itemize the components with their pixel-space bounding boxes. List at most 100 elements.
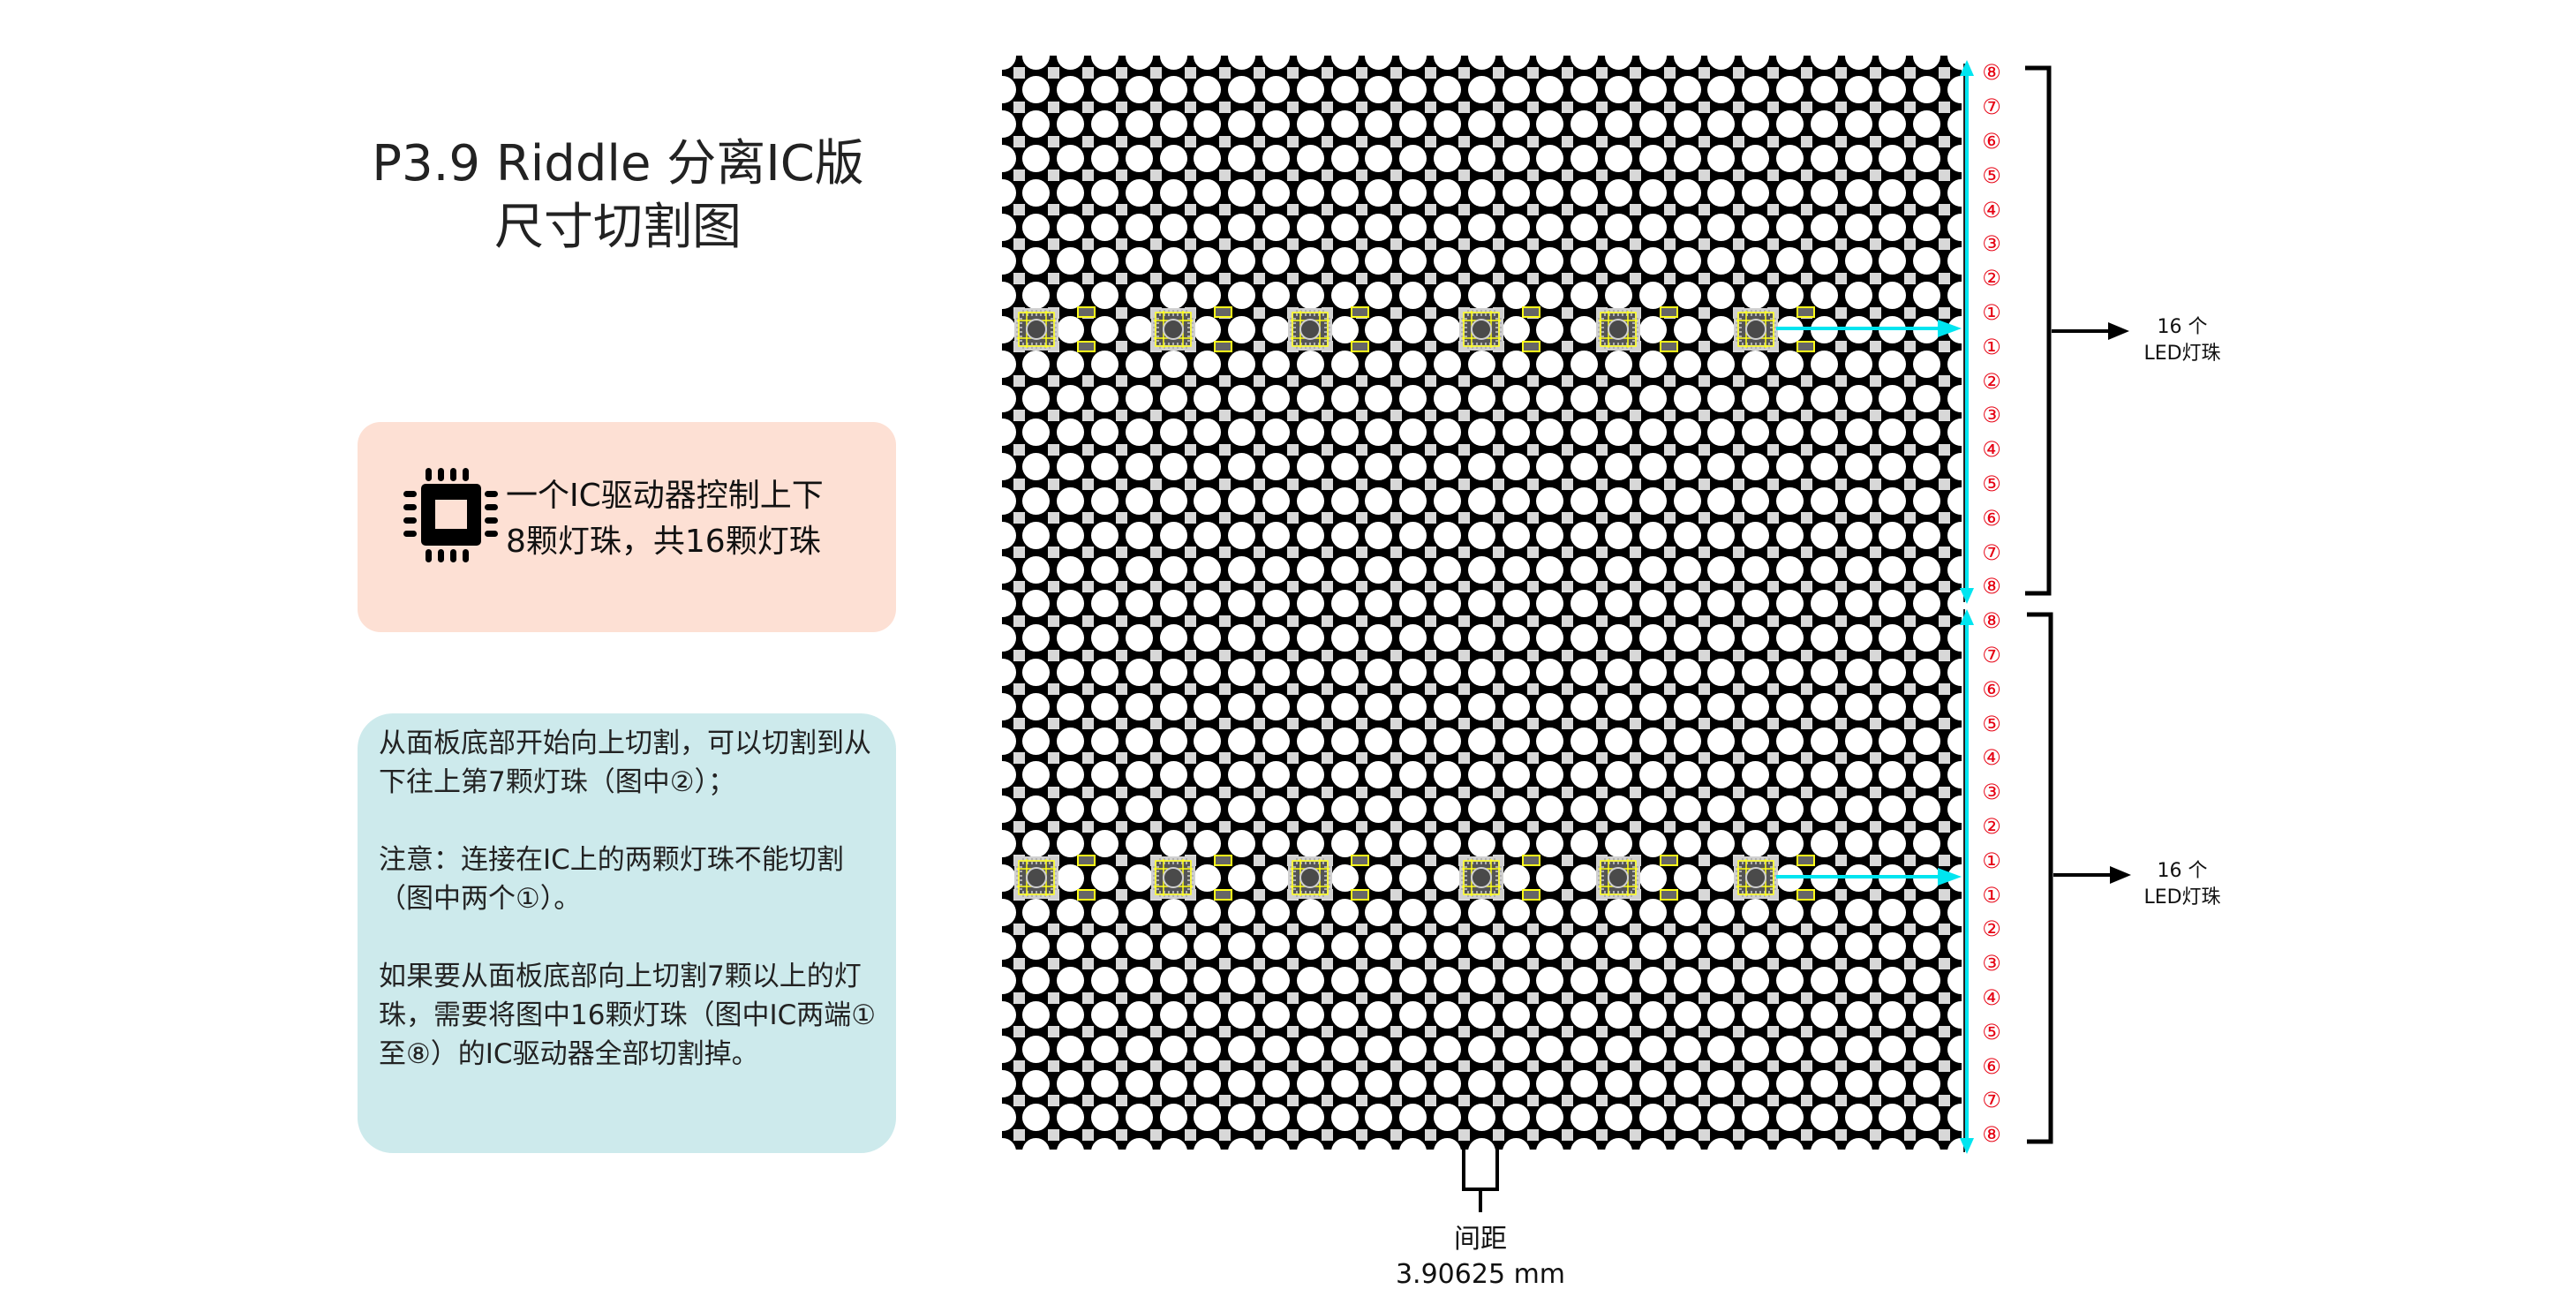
mounting-hole (1057, 76, 1085, 104)
mounting-hole (1913, 521, 1941, 549)
mounting-hole (1707, 658, 1736, 686)
mounting-hole (1879, 110, 1907, 139)
mounting-hole (1810, 350, 1838, 378)
mounting-hole (1022, 418, 1051, 447)
mounting-hole (1913, 56, 1941, 70)
mounting-hole (1002, 282, 1016, 310)
row-number-label: ① (1982, 334, 2001, 359)
row-number-label: ① (1982, 848, 2001, 873)
mounting-hole (1194, 178, 1222, 207)
mounting-hole (1002, 350, 1016, 378)
mounting-hole (1570, 76, 1599, 104)
mounting-hole (1296, 521, 1324, 549)
mounting-hole (1467, 144, 1495, 172)
row-number-label: ⑥ (1982, 505, 2001, 531)
mounting-hole (1057, 590, 1085, 618)
mounting-hole (1057, 486, 1085, 515)
mounting-hole (1947, 624, 1962, 652)
mounting-hole (1125, 521, 1153, 549)
mounting-hole (1536, 178, 1564, 207)
row-number-label: ⑧ (1982, 60, 2001, 86)
mounting-hole (1742, 144, 1770, 172)
mounting-hole (1296, 384, 1324, 412)
mounting-hole (1125, 384, 1153, 412)
mounting-hole (1090, 213, 1119, 241)
mounting-hole (1159, 213, 1187, 241)
mounting-hole (1673, 213, 1701, 241)
mounting-hole (1810, 555, 1838, 584)
mounting-hole (1090, 110, 1119, 139)
mounting-hole (1057, 624, 1085, 652)
mounting-hole (1433, 213, 1461, 241)
mounting-hole (1742, 658, 1770, 686)
mounting-hole (1673, 247, 1701, 275)
pitch-label: 间距 (1454, 1224, 1507, 1255)
mounting-hole (1775, 56, 1804, 70)
mounting-hole (1604, 658, 1632, 686)
mounting-hole (1002, 658, 1016, 686)
mounting-hole (1057, 282, 1085, 310)
mounting-hole (1673, 453, 1701, 481)
mounting-hole (1330, 144, 1359, 172)
mounting-hole (1673, 76, 1701, 104)
mounting-hole (1433, 453, 1461, 481)
mounting-hole (1536, 624, 1564, 652)
info-text: 一个IC驱动器控制上下 8颗灯珠，共16颗灯珠 (506, 473, 824, 565)
mounting-hole (1296, 56, 1324, 70)
mounting-hole (1022, 56, 1051, 70)
mounting-hole (1399, 418, 1427, 447)
mounting-hole (1262, 521, 1290, 549)
mounting-hole (1536, 213, 1564, 241)
mounting-hole (1707, 521, 1736, 549)
mounting-hole (1673, 384, 1701, 412)
mounting-hole (1570, 384, 1599, 412)
mounting-hole (1810, 624, 1838, 652)
mounting-hole (1330, 282, 1359, 310)
mounting-hole (1090, 76, 1119, 104)
mounting-hole (1433, 110, 1461, 139)
mounting-hole (1844, 624, 1872, 652)
mounting-hole (1159, 56, 1187, 70)
mounting-hole (1844, 110, 1872, 139)
mounting-hole (1002, 624, 1016, 652)
mounting-hole (1467, 521, 1495, 549)
mounting-hole (1057, 418, 1085, 447)
mounting-hole (1570, 418, 1599, 447)
mounting-hole (1125, 56, 1153, 70)
mounting-hole (1057, 56, 1085, 70)
mounting-hole (1673, 315, 1701, 343)
mounting-hole (1399, 144, 1427, 172)
mounting-hole (1844, 350, 1872, 378)
mounting-hole (1638, 213, 1667, 241)
mounting-hole (1638, 624, 1667, 652)
mounting-hole (1228, 624, 1256, 652)
mounting-hole (1296, 624, 1324, 652)
mounting-hole (1638, 350, 1667, 378)
mounting-hole (1844, 658, 1872, 686)
mounting-hole (1022, 350, 1051, 378)
mounting-hole (1262, 384, 1290, 412)
row-number-label: ③ (1982, 231, 2001, 257)
mounting-hole (1399, 521, 1427, 549)
mounting-hole (1879, 658, 1907, 686)
mounting-hole (1090, 658, 1119, 686)
mounting-hole (1125, 178, 1153, 207)
mounting-hole (1467, 418, 1495, 447)
mounting-hole (1330, 76, 1359, 104)
mounting-hole (1638, 144, 1667, 172)
mounting-hole (1502, 350, 1530, 378)
mounting-hole (1947, 521, 1962, 549)
mounting-hole (1947, 56, 1962, 70)
mounting-hole (1536, 350, 1564, 378)
mounting-hole (1433, 178, 1461, 207)
mounting-hole (1090, 282, 1119, 310)
mounting-hole (1330, 350, 1359, 378)
mounting-hole (1057, 247, 1085, 275)
mounting-hole (1502, 213, 1530, 241)
mounting-hole (1002, 453, 1016, 481)
mounting-hole (1002, 315, 1016, 343)
mounting-hole (1467, 110, 1495, 139)
mounting-hole (1194, 521, 1222, 549)
mounting-hole (1228, 418, 1256, 447)
mounting-hole (1399, 56, 1427, 70)
